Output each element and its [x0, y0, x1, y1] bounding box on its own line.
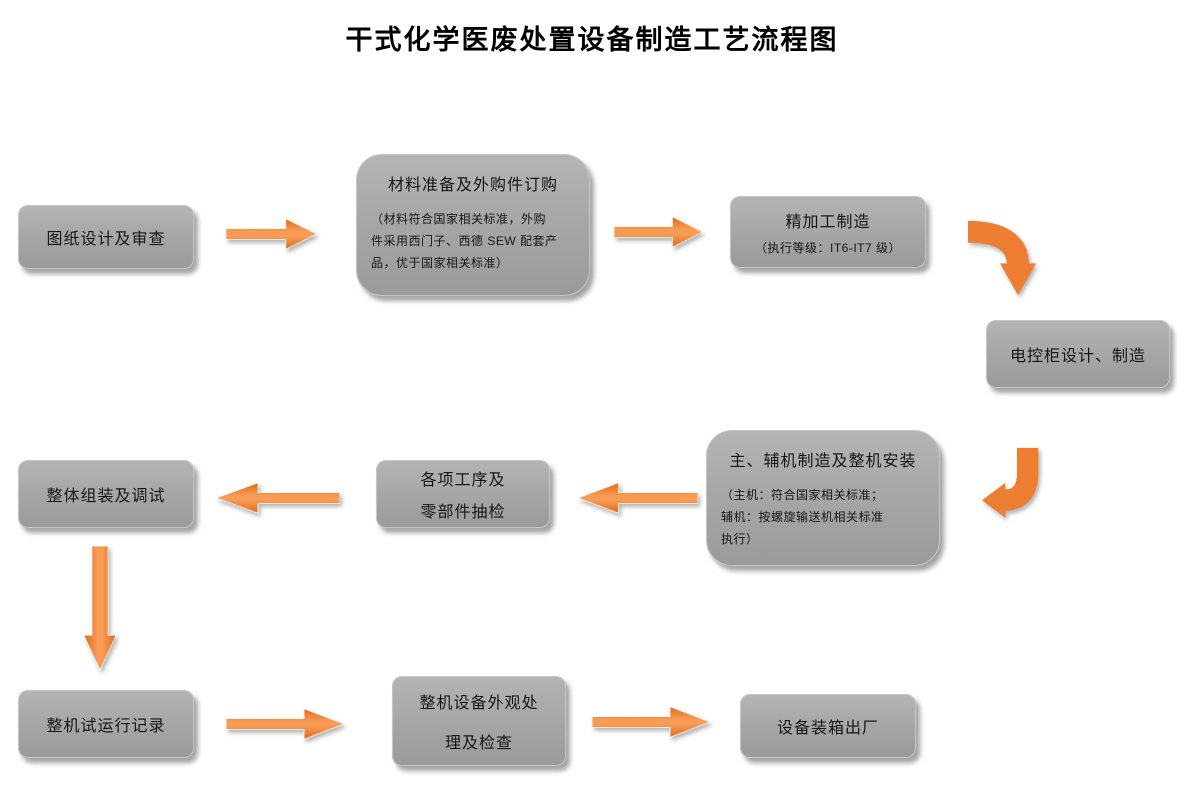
node-note-block: （材料符合国家相关标准，外购 件采用西门子、西德 SEW 配套产 品，优于国家相… — [357, 208, 589, 275]
node-label: 整体组装及调试 — [46, 488, 166, 505]
node-note-line: 执行） — [721, 532, 759, 547]
flow-arrow-elbow-right-down-icon — [967, 220, 1036, 296]
node-label: 设备装箱出厂 — [776, 720, 879, 737]
node-label-line: 整机设备外观处 — [419, 695, 539, 712]
flow-arrow-left-icon — [214, 482, 340, 514]
node-note-line: 辅机：按螺旋输送机相关标准 — [721, 510, 884, 525]
node-label: 整机试运行记录 — [46, 718, 166, 735]
node-note-block: （主机：符合国家相关标准； 辅机：按螺旋输送机相关标准 执行） — [707, 484, 939, 551]
node-note-line: （主机：符合国家相关标准； — [721, 488, 884, 502]
diagram-title: 干式化学医废处置设备制造工艺流程图 — [345, 25, 839, 55]
flow-arrow-elbow-down-left-icon — [982, 447, 1039, 518]
node-note-line: 品，优于国家相关标准） — [371, 256, 509, 271]
node-packing-shipping: 设备装箱出厂 — [740, 694, 916, 758]
node-process-spot-check: 各项工序及 零部件抽检 — [376, 460, 550, 528]
node-label: 精加工制造 — [785, 214, 871, 231]
node-trial-run-record: 整机试运行记录 — [18, 690, 194, 758]
node-label-line: 各项工序及 — [420, 472, 506, 489]
node-label: 主、辅机制造及整机安装 — [729, 453, 917, 470]
node-electric-cabinet: 电控柜设计、制造 — [986, 320, 1170, 388]
node-main-aux-machine-assembly: 主、辅机制造及整机安装 （主机：符合国家相关标准； 辅机：按螺旋输送机相关标准 … — [706, 430, 940, 566]
flow-arrow-right-icon — [226, 708, 346, 740]
node-note-line: （材料符合国家相关标准，外购 — [371, 212, 547, 226]
node-drawing-design-review: 图纸设计及审查 — [18, 205, 194, 269]
flow-arrow-left-icon — [576, 482, 698, 514]
node-overall-assembly-debug: 整体组装及调试 — [18, 460, 194, 528]
flow-arrow-right-icon — [226, 218, 318, 250]
node-material-prep-order: 材料准备及外购件订购 （材料符合国家相关标准，外购 件采用西门子、西德 SEW … — [356, 154, 590, 296]
flow-arrow-right-icon — [592, 706, 712, 738]
flow-arrow-right-icon — [614, 216, 704, 248]
flow-arrow-down-icon — [83, 546, 117, 672]
node-label-line: 零部件抽检 — [420, 504, 506, 521]
node-label: 电控柜设计、制造 — [1009, 348, 1146, 365]
node-label: 材料准备及外购件订购 — [387, 177, 558, 194]
node-note-line: （执行等级：IT6-IT7 级） — [754, 241, 901, 255]
node-note-line: 件采用西门子、西德 SEW 配套产 — [371, 234, 558, 249]
node-label: 图纸设计及审查 — [46, 231, 166, 248]
node-precision-machining: 精加工制造 （执行等级：IT6-IT7 级） — [730, 196, 926, 268]
node-appearance-finishing-check: 整机设备外观处 理及检查 — [392, 676, 566, 766]
node-label-line: 理及检查 — [444, 735, 513, 752]
